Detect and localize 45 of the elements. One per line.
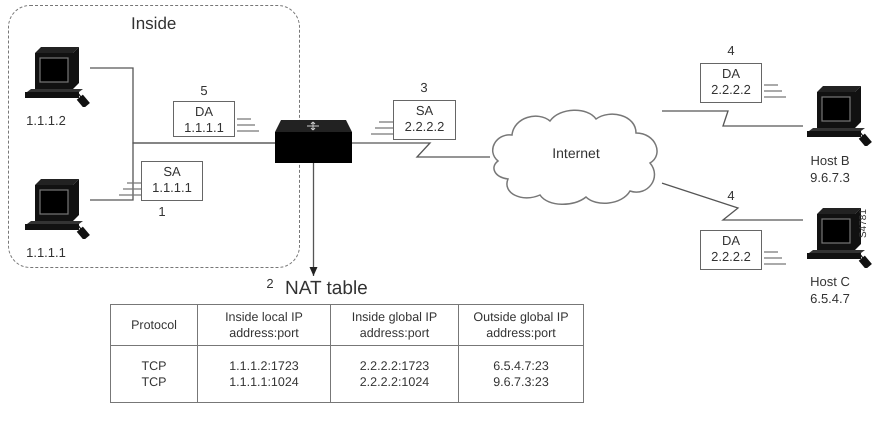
step-number: 5 (199, 83, 209, 98)
table-cell: 9.6.7.3:23 (458, 374, 584, 402)
table-cell: Protocol (110, 304, 198, 346)
table-cell: Inside local IP address:port (198, 304, 330, 346)
table-cell: 1.1.1.1:1024 (198, 374, 330, 402)
packet-field: DA (701, 66, 761, 82)
ip-address: 2.2.2.2 (404, 119, 446, 135)
table-cell: Inside global IP address:port (330, 304, 458, 346)
packet-box (393, 100, 456, 140)
packet-field: SA (142, 164, 202, 180)
host-address: 1.1.1.1 (25, 244, 67, 261)
connector-line (90, 142, 275, 201)
ip-address: 1.1.1.1 (183, 120, 225, 136)
packet-box (141, 161, 203, 201)
packet-field: DA (174, 104, 234, 120)
packet-box (173, 101, 235, 137)
connector-line (662, 110, 803, 127)
ip-address: 2.2.2.2 (710, 249, 752, 265)
ip-address: 1.1.1.1 (151, 180, 193, 196)
cloud-label: Internet (551, 145, 601, 161)
packet-box (700, 63, 762, 103)
step-number: 4 (726, 188, 736, 203)
table-cell: TCP (110, 346, 198, 374)
packet-field: DA (701, 233, 761, 249)
ip-address: 2.2.2.2 (710, 82, 752, 98)
packet-box (700, 230, 762, 270)
host-address: Host B 9.6.7.3 (809, 152, 851, 186)
step-number: 2 (265, 276, 275, 291)
packet-field: SA (394, 103, 455, 119)
step-number: 3 (419, 80, 429, 95)
arrow (310, 163, 318, 276)
router-icon (275, 120, 352, 163)
connector-line (662, 182, 803, 221)
host-address: Host C 6.5.4.7 (809, 273, 851, 307)
table-title: NAT table (285, 278, 368, 300)
connector-line (352, 142, 490, 158)
host-address: 1.1.1.2 (25, 112, 67, 129)
step-number: 1 (157, 204, 167, 219)
region-label: Inside (131, 14, 176, 34)
dashed-region (8, 5, 300, 268)
table-cell: 2.2.2.2:1024 (330, 374, 458, 402)
figure-id: S4781 (858, 209, 869, 238)
table-cell: Outside global IP address:port (458, 304, 584, 346)
step-number: 4 (726, 43, 736, 58)
table-cell: TCP (110, 374, 198, 402)
